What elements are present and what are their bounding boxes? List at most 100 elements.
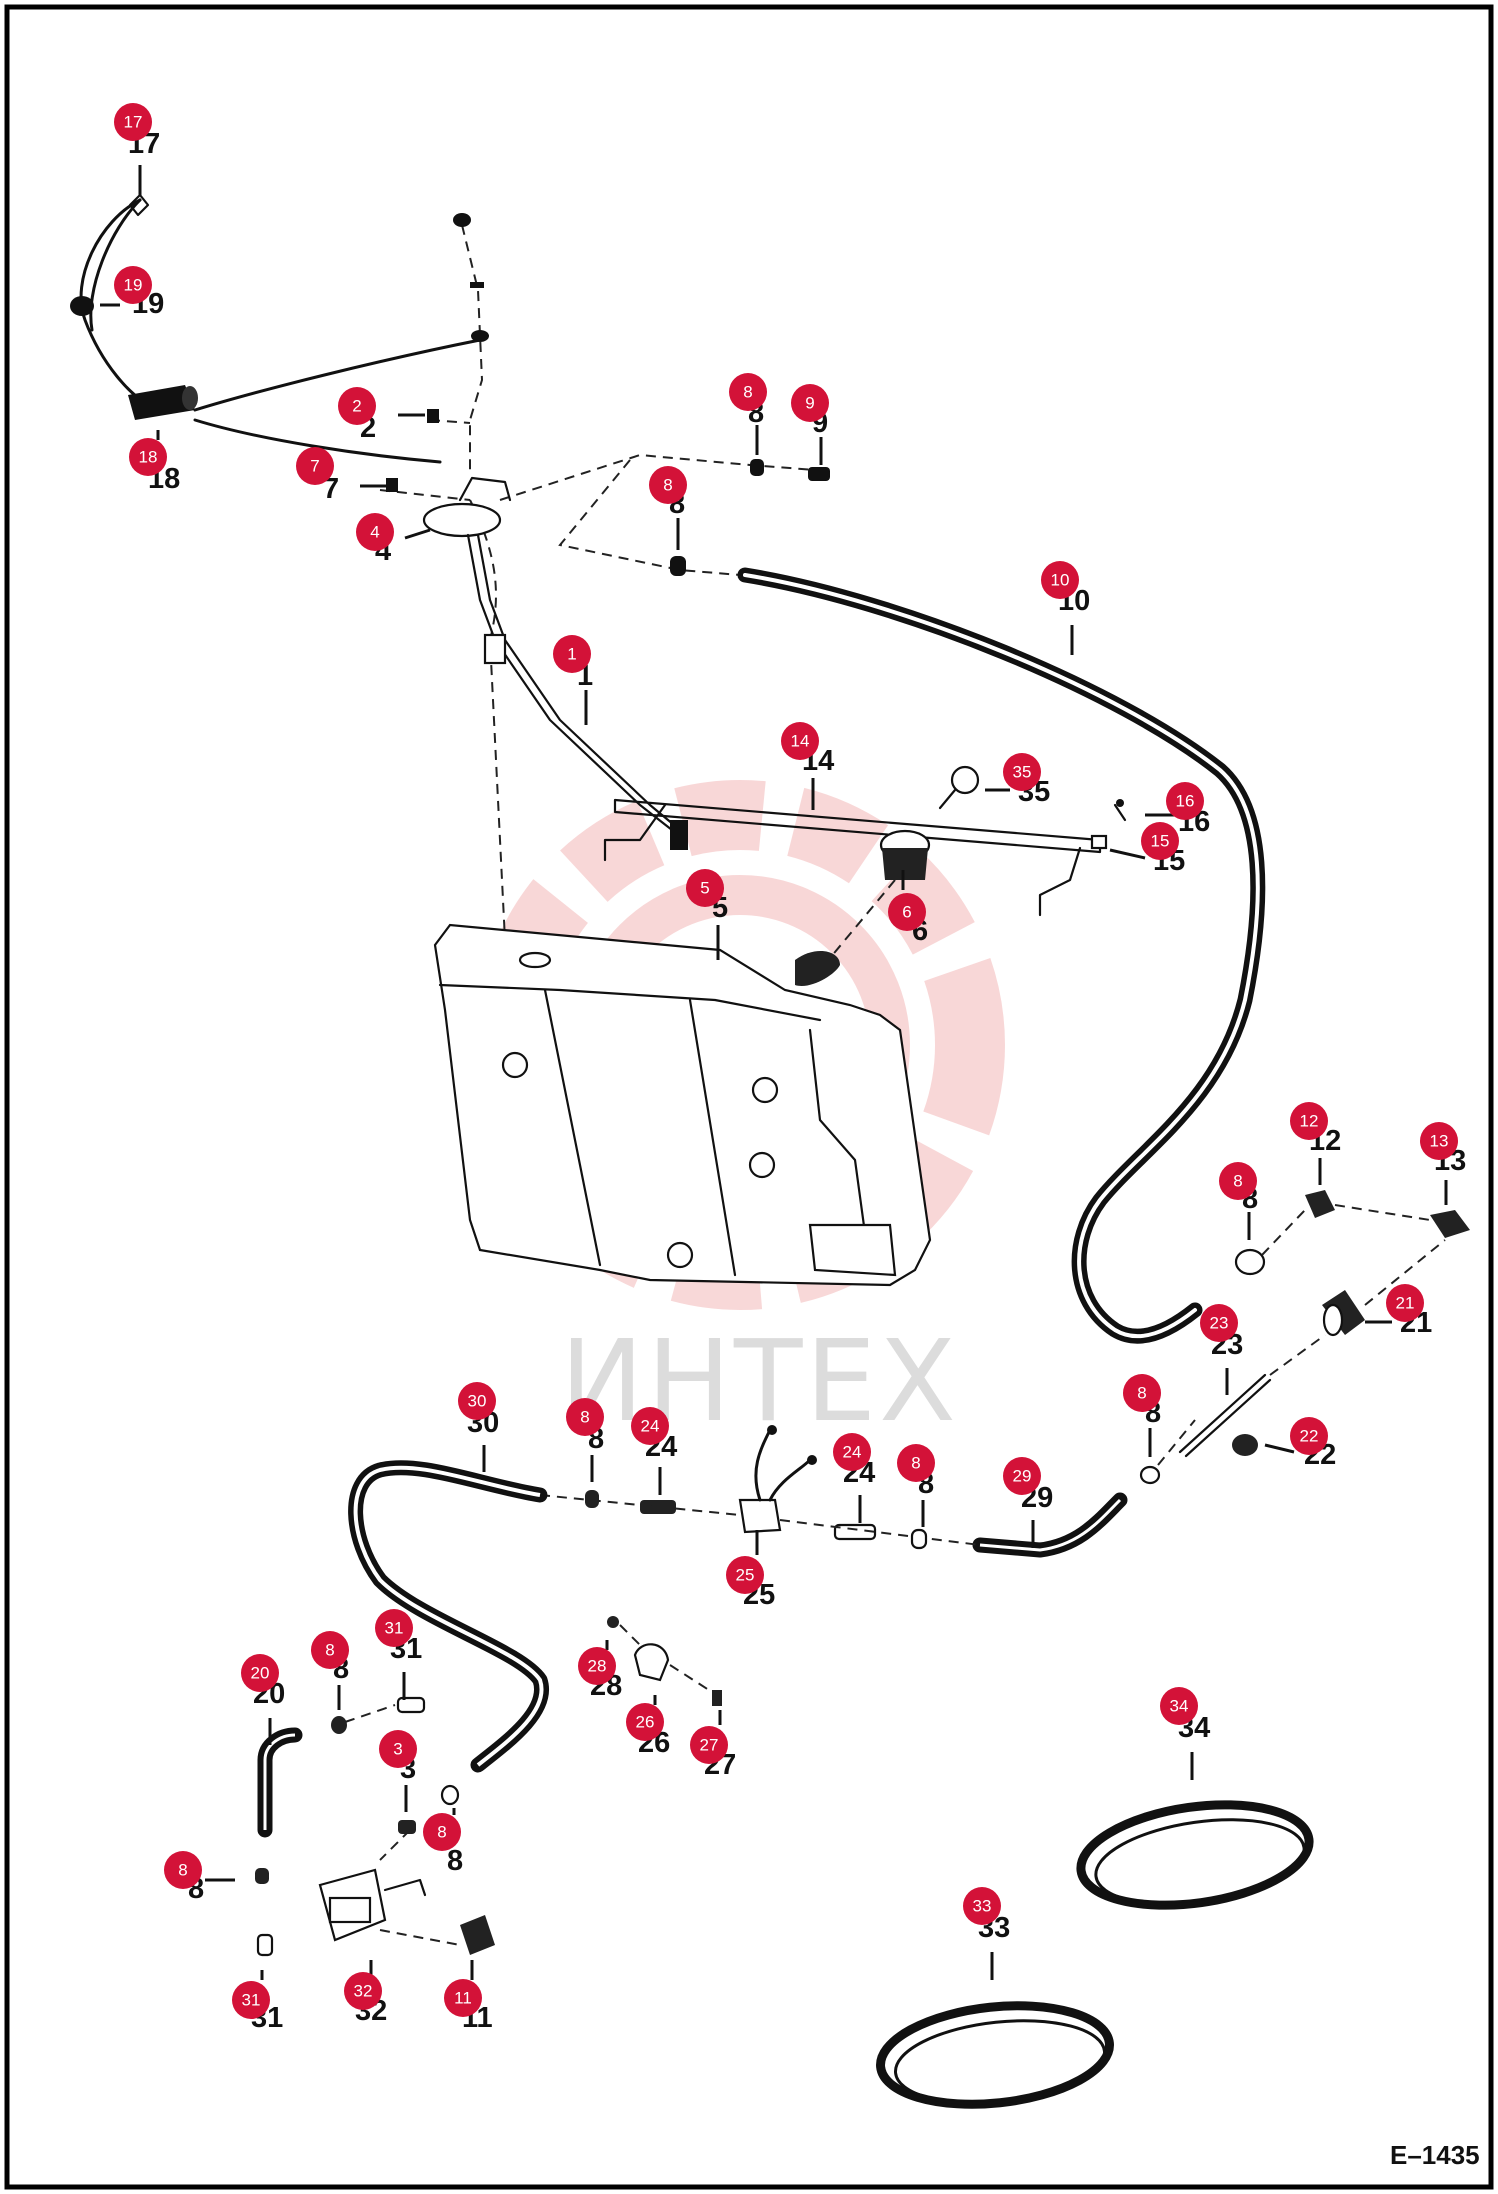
callout-8[interactable]: 88 [566, 1398, 604, 1482]
callout-badge[interactable] [375, 1609, 413, 1647]
callout-8[interactable]: 88 [649, 466, 687, 550]
callout-8[interactable]: 88 [897, 1444, 935, 1527]
callout-8[interactable]: 88 [1123, 1374, 1161, 1457]
callout-badge[interactable] [1386, 1284, 1424, 1322]
callout-badge[interactable] [963, 1887, 1001, 1925]
callout-badge[interactable] [1290, 1102, 1328, 1140]
callout-badge[interactable] [729, 373, 767, 411]
callout-badge[interactable] [232, 1981, 270, 2019]
callout-number: 7 [323, 473, 339, 505]
callout-3[interactable]: 33 [379, 1730, 417, 1812]
callout-badge-label: 26 [636, 1713, 655, 1732]
callout-badge[interactable] [379, 1730, 417, 1768]
callout-badge[interactable] [578, 1647, 616, 1685]
callout-badge[interactable] [1041, 561, 1079, 599]
callout-badge-label: 28 [588, 1657, 607, 1676]
callout-badge[interactable] [626, 1703, 664, 1741]
callout-6[interactable]: 66 [888, 870, 928, 947]
clamp-8-low [1139, 1419, 1196, 1485]
callout-badge[interactable] [631, 1407, 669, 1445]
callout-badge[interactable] [1123, 1374, 1161, 1412]
callout-badge[interactable] [1219, 1162, 1257, 1200]
callout-badge[interactable] [553, 635, 591, 673]
callout-9[interactable]: 99 [791, 384, 829, 465]
callout-badge[interactable] [781, 722, 819, 760]
callout-badge[interactable] [164, 1851, 202, 1889]
callout-8[interactable]: 88 [164, 1851, 235, 1905]
callout-badge[interactable] [1141, 822, 1179, 860]
callout-badge[interactable] [566, 1398, 604, 1436]
callout-badge[interactable] [888, 893, 926, 931]
callout-badge[interactable] [344, 1972, 382, 2010]
callout-badge[interactable] [423, 1813, 461, 1851]
callout-badge[interactable] [338, 387, 376, 425]
callout-2[interactable]: 22 [338, 387, 425, 444]
callout-badge[interactable] [1200, 1304, 1238, 1342]
callout-badge[interactable] [114, 103, 152, 141]
callout-badge[interactable] [356, 513, 394, 551]
callout-badge[interactable] [1003, 1457, 1041, 1495]
callout-badge[interactable] [114, 266, 152, 304]
callout-badge[interactable] [311, 1631, 349, 1669]
callout-badge[interactable] [444, 1979, 482, 2017]
callout-8[interactable]: 88 [311, 1631, 349, 1710]
callout-8[interactable]: 88 [423, 1808, 463, 1877]
callout-7[interactable]: 77 [296, 447, 388, 505]
callout-badge[interactable] [296, 447, 334, 485]
callout-4[interactable]: 44 [356, 513, 431, 567]
callout-1[interactable]: 11 [553, 635, 593, 725]
callout-badge[interactable] [791, 384, 829, 422]
callout-badge[interactable] [1166, 782, 1204, 820]
callout-badge[interactable] [241, 1654, 279, 1692]
callout-badge-label: 8 [663, 476, 672, 495]
callout-badge[interactable] [129, 438, 167, 476]
screw-2 [427, 409, 439, 423]
callout-badge[interactable] [686, 869, 724, 907]
callout-badge-label: 12 [1300, 1112, 1319, 1131]
callout-badge[interactable] [1160, 1687, 1198, 1725]
callout-badge[interactable] [458, 1382, 496, 1420]
banjo-bolt-3 [379, 1820, 416, 1861]
callout-8[interactable]: 88 [1219, 1162, 1258, 1240]
callout-badge[interactable] [897, 1444, 935, 1482]
callout-badge[interactable] [1003, 753, 1041, 791]
callout-badge[interactable] [726, 1556, 764, 1594]
callout-badge[interactable] [1420, 1122, 1458, 1160]
callout-5[interactable]: 55 [686, 869, 728, 960]
banjo-bolt-31-bottom [256, 1933, 274, 1957]
callout-8[interactable]: 88 [729, 373, 767, 455]
callout-badge[interactable] [1290, 1417, 1328, 1455]
callout-badge[interactable] [833, 1433, 871, 1471]
fuel-tank-5 [433, 923, 932, 1287]
callout-badge[interactable] [690, 1726, 728, 1764]
callout-badge[interactable] [649, 466, 687, 504]
